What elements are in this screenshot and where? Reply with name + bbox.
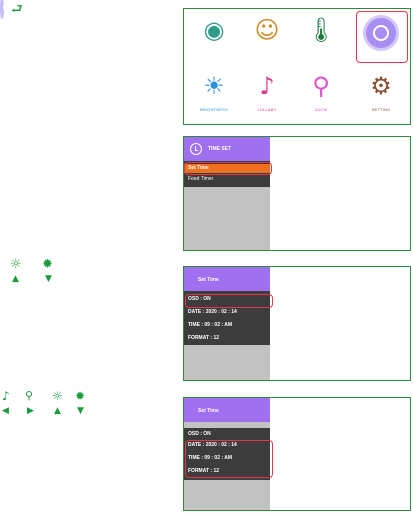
thermometer-icon: 🌡 [305, 16, 337, 44]
menu-title: Set Time [198, 408, 219, 414]
brightness-high-icon: ✹ [42, 257, 53, 272]
menu-title: Set Time [198, 277, 219, 283]
arrow-left-icon: ◀ [2, 406, 9, 416]
arrow-up-icon: ▲ [54, 406, 61, 416]
arrow-down-icon: ▼ [45, 274, 52, 284]
brightness-icon: ☀ [203, 72, 225, 100]
menu-item-zoom[interactable]: ⚲ ZOOM [296, 71, 346, 112]
selected-highlight [185, 440, 273, 478]
arrow-down-icon: ▼ [77, 406, 84, 416]
brightness-low-icon: ☼ [10, 257, 22, 272]
menu-item-setting[interactable]: ⚙ SETTING [356, 71, 406, 112]
menu-item-brightness[interactable]: ☀ BRIGHTNESS [189, 71, 239, 112]
selected-highlight [184, 162, 272, 175]
setting-row-format[interactable]: FORMAT : 12 [188, 335, 220, 341]
setting-row-osd[interactable]: OSD : ON [188, 431, 211, 437]
arrow-right-icon: ▶ [27, 406, 34, 416]
device-screen: TIME SET Set Time Feed Timer [184, 137, 272, 250]
return-icon: ⮐ [11, 2, 23, 17]
setting-row-format[interactable]: FORMAT : 12 [188, 468, 220, 474]
menu-title: TIME SET [208, 146, 232, 152]
gear-icon: ⚙ [370, 72, 392, 100]
settings-list: OSD : ON DATE : 2020 : 02 : 14 TIME : 09… [184, 428, 270, 480]
main-menu-panel: ◉ ☺ 🌡 ☀ BRIGHTNESS ♪ LULLABY ⚲ ZOOM ⚙ SE… [183, 8, 411, 125]
time-set-panel: TIME SET Set Time Feed Timer [183, 136, 411, 251]
setting-row-time[interactable]: TIME : 09 : 02 : AM [188, 322, 233, 328]
menu-item-feed-timer[interactable]: Feed Timer [188, 176, 214, 182]
zoom-icon: ⚲ [25, 389, 34, 402]
clock-icon [0, 0, 4, 19]
setting-row-time[interactable]: TIME : 09 : 02 : AM [188, 455, 233, 461]
menu-item-set-time[interactable]: Set Time [184, 164, 270, 173]
set-time-panel-values: Set Time OSD : ON DATE : 2020 : 02 : 14 … [183, 397, 411, 511]
device-screen: Set Time OSD : ON DATE : 2020 : 02 : 14 … [184, 267, 270, 380]
selected-highlight [185, 294, 273, 308]
webcam-icon: ◉ [203, 16, 225, 44]
baby-face-icon: ☺ [254, 16, 280, 44]
brightness-high-icon: ✹ [75, 389, 86, 403]
selected-highlight [356, 11, 408, 63]
arrow-up-icon: ▲ [12, 274, 19, 284]
settings-list: OSD : ON DATE : 2020 : 02 : 14 TIME : 09… [184, 291, 270, 345]
setting-row-date[interactable]: DATE : 2020 : 02 : 14 [188, 309, 237, 315]
menu-item-temperature[interactable]: 🌡 [296, 15, 346, 51]
menu-item-camera[interactable]: ◉ [189, 15, 239, 51]
music-note-icon: ♪ [2, 389, 10, 403]
clock-icon [190, 143, 202, 155]
zoom-icon: ⚲ [312, 72, 330, 100]
setting-row-date[interactable]: DATE : 2020 : 02 : 14 [188, 442, 237, 448]
clock-icon [363, 15, 399, 51]
menu-header: Set Time [184, 267, 270, 291]
setting-row-osd[interactable]: OSD : ON [188, 296, 211, 302]
menu-item-baby[interactable]: ☺ [242, 15, 292, 51]
menu-header: TIME SET [184, 137, 270, 161]
music-note-icon: ♪ [259, 72, 275, 100]
menu-header: Set Time [184, 398, 270, 422]
set-time-panel-osd: Set Time OSD : ON DATE : 2020 : 02 : 14 … [183, 266, 411, 381]
brightness-low-icon: ☼ [52, 389, 63, 403]
device-screen: Set Time OSD : ON DATE : 2020 : 02 : 14 … [184, 398, 270, 510]
menu-item-lullaby[interactable]: ♪ LULLABY [242, 71, 292, 112]
menu-item-time[interactable] [356, 15, 406, 57]
